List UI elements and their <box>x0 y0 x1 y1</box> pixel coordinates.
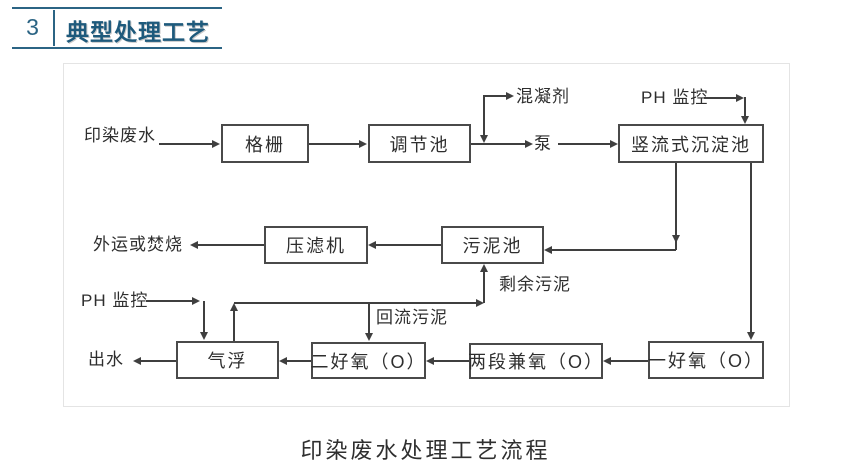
node-first-aerobic: 一好氧（O） <box>648 341 764 379</box>
line-first-to-facultative <box>610 360 648 362</box>
line-second-to-flotation <box>286 360 311 362</box>
label-pump: 泵 <box>534 134 552 153</box>
arrow-to-coagulant-icon <box>506 92 514 100</box>
line-ph-bottom <box>146 300 192 302</box>
node-regulating-tank: 调节池 <box>368 124 471 163</box>
arrow-ph-top-icon <box>736 94 744 102</box>
line-to-sludge-tank <box>552 249 676 251</box>
line-ph-bottom-drop <box>203 301 205 332</box>
arrow-into-facultative-icon <box>603 357 611 365</box>
arrow-into-sludge-tank-icon <box>544 246 552 254</box>
line-flotation-to-effluent <box>140 360 176 362</box>
line-excess-sludge <box>483 272 485 303</box>
section-number: 3 <box>26 14 39 40</box>
arrow-ph-into-flotation-icon <box>200 332 208 340</box>
arrow-sludge-drop-icon <box>672 235 680 243</box>
arrow-to-effluent-icon <box>133 357 141 365</box>
node-second-aerobic: 二好氧（O） <box>311 342 426 379</box>
label-influent: 印染废水 <box>84 126 156 145</box>
line-facultative-to-second <box>433 360 469 362</box>
line-pump-to-sedimentation <box>558 143 610 145</box>
node-sludge-tank: 污泥池 <box>441 226 544 264</box>
arrow-ph-bottom-icon <box>192 297 200 305</box>
header-top-rule <box>12 7 222 9</box>
label-ph-monitor-top: PH 监控 <box>641 88 709 107</box>
arrow-into-second-aerobic-icon <box>365 333 373 341</box>
arrow-into-regulating-icon <box>359 140 367 148</box>
header-bottom-rule <box>12 47 222 49</box>
arrow-coagulant-dosing-icon <box>480 135 488 143</box>
arrow-into-filter-press-icon <box>368 241 376 249</box>
header-divider <box>53 10 55 46</box>
line-influent-to-grid <box>159 143 212 145</box>
arrow-into-pump-icon <box>525 140 533 148</box>
node-air-flotation: 气浮 <box>176 341 279 379</box>
line-filter-press-to-disposal <box>197 244 264 246</box>
section-title: 典型处理工艺 <box>66 19 210 45</box>
label-ph-monitor-bottom: PH 监控 <box>81 291 149 310</box>
diagram-caption: 印染废水处理工艺流程 <box>300 438 551 463</box>
line-sedimentation-to-sludge-drop <box>675 163 677 250</box>
node-two-stage-facultative: 两段兼氧（O） <box>468 343 603 379</box>
arrow-excess-sludge-icon <box>480 264 488 272</box>
label-excess-sludge: 剩余污泥 <box>499 275 571 294</box>
line-coagulant-riser <box>483 95 485 135</box>
line-sludge-to-filter-press <box>375 244 441 246</box>
arrow-to-disposal-icon <box>190 241 198 249</box>
line-ph-top <box>704 97 736 99</box>
line-return-branch-drop <box>368 303 370 333</box>
line-return-sludge <box>234 302 476 304</box>
node-sedimentation-tank: 竖流式沉淀池 <box>618 124 764 163</box>
line-grid-to-regulating <box>309 143 359 145</box>
line-sedimentation-to-aerobic-drop <box>750 163 752 333</box>
label-effluent: 出水 <box>88 350 124 369</box>
arrow-into-sedimentation-icon <box>610 140 618 148</box>
arrow-return-sludge-icon <box>476 299 484 307</box>
arrow-flotation-riser-icon <box>230 303 238 311</box>
label-return-sludge: 回流污泥 <box>376 308 448 327</box>
label-disposal: 外运或焚烧 <box>93 235 183 254</box>
line-ph-top-drop <box>744 97 746 116</box>
node-grid-screen: 格栅 <box>221 124 309 163</box>
line-flotation-riser <box>233 311 235 341</box>
process-flow-diagram: 格栅 调节池 竖流式沉淀池 压滤机 污泥池 气浮 二好氧（O） 两段兼氧（O） … <box>63 63 790 407</box>
arrow-into-first-aerobic-icon <box>747 332 755 340</box>
line-regulating-to-pump <box>471 143 525 145</box>
arrow-into-grid-icon <box>212 140 220 148</box>
node-filter-press: 压滤机 <box>264 226 368 264</box>
arrow-ph-into-sedimentation-icon <box>741 116 749 124</box>
arrow-into-flotation-icon <box>279 357 287 365</box>
arrow-into-second-icon <box>426 357 434 365</box>
label-coagulant: 混凝剂 <box>516 87 570 106</box>
line-coagulant-branch <box>483 95 506 97</box>
